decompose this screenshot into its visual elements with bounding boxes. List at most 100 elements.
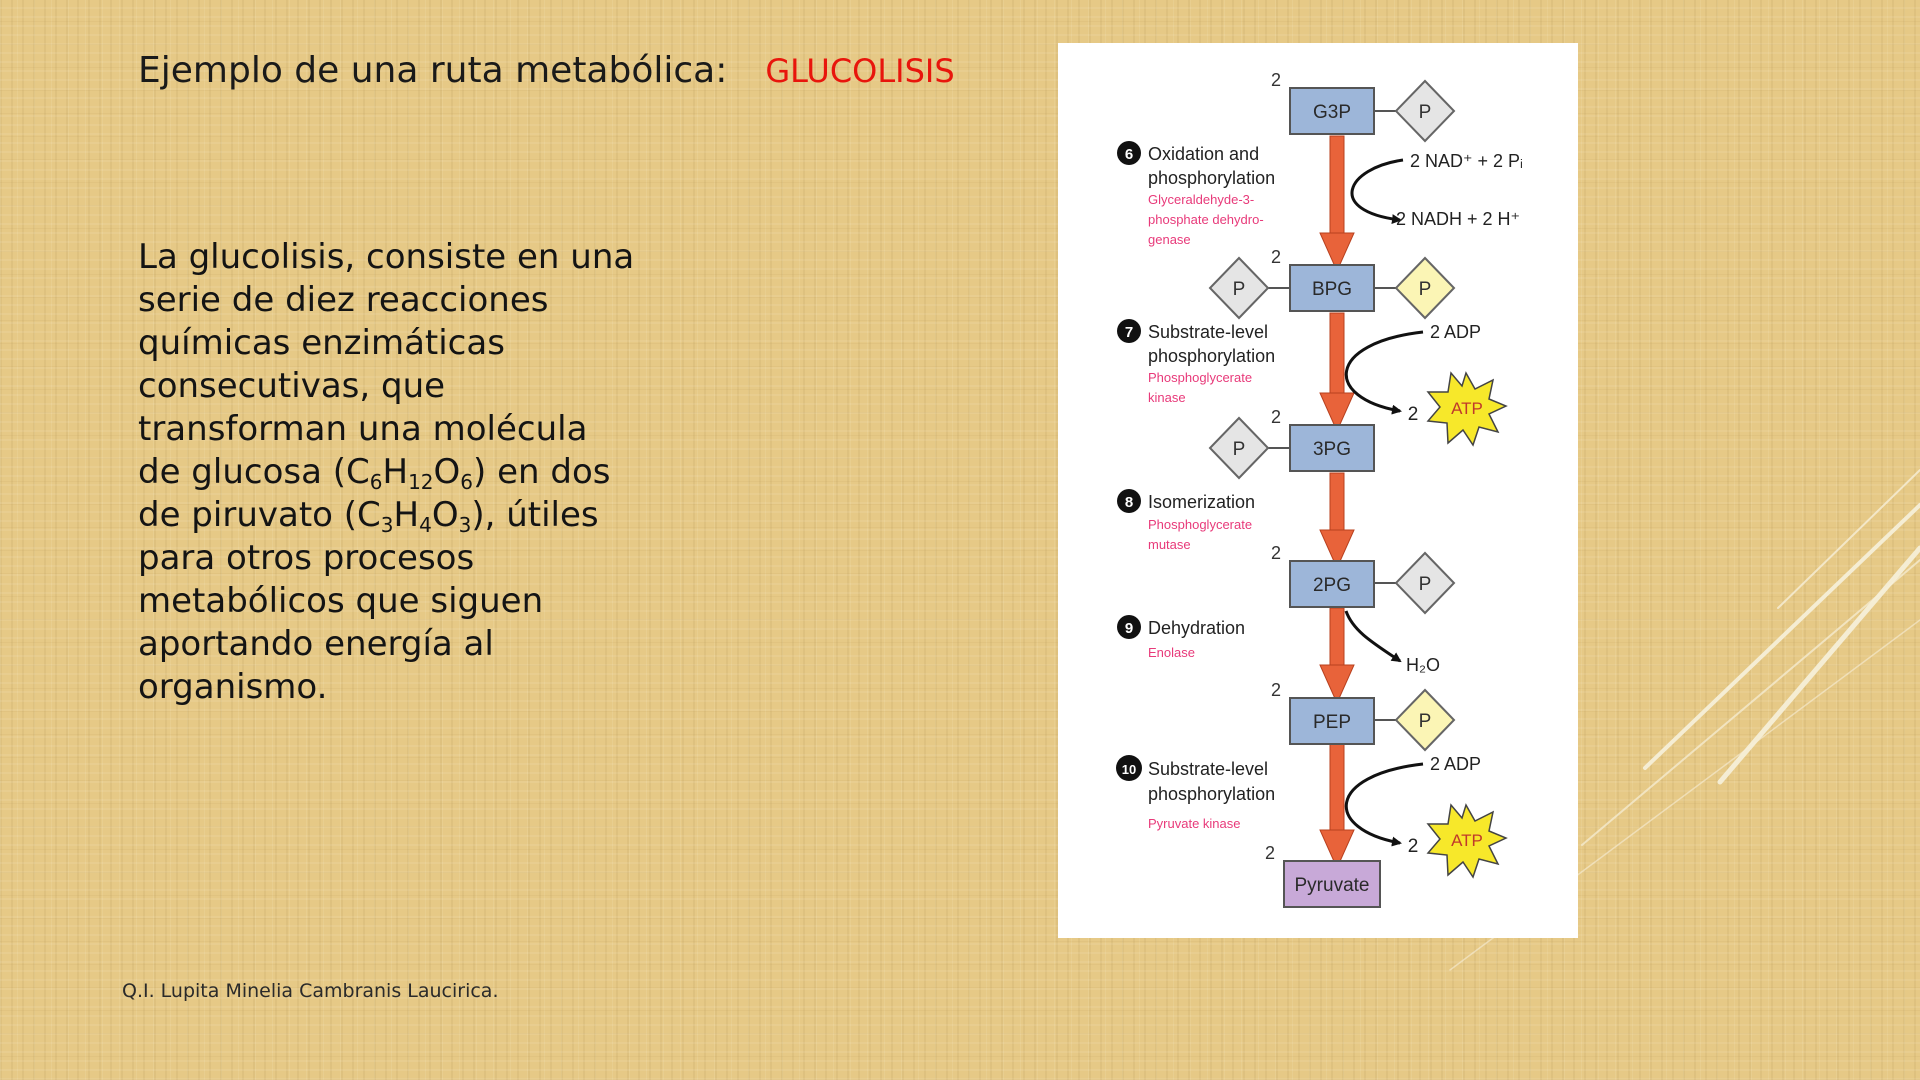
body-line: metabólicos que siguen bbox=[138, 581, 544, 621]
2pg-label: 2PG bbox=[1313, 575, 1351, 596]
subscript: 4 bbox=[419, 513, 432, 537]
step-name: phosphorylation bbox=[1148, 784, 1275, 804]
metabolite-g3p: G3P 2 bbox=[1271, 70, 1375, 135]
metabolite-2pg: 2PG 2 bbox=[1271, 543, 1375, 608]
adp-input-label-step10: 2 ADP bbox=[1430, 754, 1481, 774]
step-7: 7 Substrate-level phosphorylation Phosph… bbox=[1117, 319, 1275, 405]
step-number: 9 bbox=[1125, 620, 1133, 637]
atp-coefficient: 2 bbox=[1408, 836, 1419, 857]
enzyme-name: Pyruvate kinase bbox=[1148, 816, 1241, 831]
text-run: ) en dos bbox=[473, 452, 611, 492]
phosphate-2pg: P bbox=[1394, 551, 1456, 615]
glycolysis-diagram: G3P 2 BPG 2 3PG 2 2PG 2 PEP 2 Pyruvate 2 bbox=[1116, 70, 1523, 908]
atp-coefficient: 2 bbox=[1408, 404, 1419, 425]
step-number: 6 bbox=[1125, 146, 1133, 163]
step-number: 10 bbox=[1122, 762, 1136, 777]
phosphate-label: P bbox=[1419, 711, 1432, 732]
body-line: La glucolisis, consiste en una bbox=[138, 237, 635, 277]
adp-input-label-step7: 2 ADP bbox=[1430, 322, 1481, 342]
body-line-pyruvate: de piruvato (C3H4O3), útiles bbox=[138, 494, 658, 537]
coefficient-label: 2 bbox=[1271, 680, 1281, 700]
nadh-output-label: 2 NADH + 2 H⁺ bbox=[1396, 209, 1520, 229]
text-run: O bbox=[431, 495, 459, 535]
phosphate-3pg: P bbox=[1208, 416, 1270, 480]
enzyme-name: genase bbox=[1148, 232, 1191, 247]
bpg-label: BPG bbox=[1312, 279, 1352, 300]
enzyme-name: mutase bbox=[1148, 537, 1191, 552]
step-name: Substrate-level bbox=[1148, 322, 1268, 342]
text-run: ), útiles bbox=[471, 495, 599, 535]
g3p-label: G3P bbox=[1313, 102, 1351, 123]
enzyme-name: Glyceraldehyde-3- bbox=[1148, 192, 1254, 207]
body-line: organismo. bbox=[138, 667, 328, 707]
author-footer: Q.I. Lupita Minelia Cambranis Laucirica. bbox=[122, 980, 499, 1002]
step-name: Substrate-level bbox=[1148, 759, 1268, 779]
step-name: Dehydration bbox=[1148, 618, 1245, 638]
phosphate-pep: P bbox=[1394, 688, 1456, 752]
text-run: de glucosa (C bbox=[138, 452, 370, 492]
step-10: 10 Substrate-level phosphorylation Pyruv… bbox=[1116, 755, 1275, 831]
phosphate-bpg-right: P bbox=[1394, 256, 1456, 320]
enzyme-name: kinase bbox=[1148, 390, 1186, 405]
text-run: O bbox=[433, 452, 461, 492]
curve-arrow-step10 bbox=[1344, 762, 1424, 847]
step-name: Oxidation and bbox=[1148, 144, 1259, 164]
step-8: 8 Isomerization Phosphoglycerate mutase bbox=[1117, 489, 1255, 552]
phosphate-label: P bbox=[1419, 574, 1432, 595]
step-number: 8 bbox=[1125, 494, 1133, 511]
phosphate-label: P bbox=[1233, 279, 1246, 300]
arrow-2pg-pep bbox=[1319, 607, 1355, 705]
subscript: 6 bbox=[369, 470, 383, 494]
body-line: consecutivas, que bbox=[138, 366, 446, 406]
glycolysis-diagram-panel: G3P 2 BPG 2 3PG 2 2PG 2 PEP 2 Pyruvate 2 bbox=[1058, 43, 1578, 938]
body-line: transforman una molécula bbox=[138, 409, 588, 449]
body-paragraph: La glucolisis, consiste en una serie de … bbox=[138, 236, 658, 709]
body-line: para otros procesos bbox=[138, 538, 475, 578]
curve-arrow-step7 bbox=[1344, 330, 1424, 415]
slide-title: Ejemplo de una ruta metabólica: GLUCOLISI… bbox=[138, 50, 955, 91]
water-output-label: H₂O bbox=[1406, 655, 1440, 675]
phosphate-label: P bbox=[1419, 102, 1432, 123]
enzyme-name: Phosphoglycerate bbox=[1148, 517, 1252, 532]
atp-label: ATP bbox=[1451, 399, 1483, 418]
arrow-3pg-2pg bbox=[1319, 472, 1355, 570]
body-line: serie de diez reacciones bbox=[138, 280, 549, 320]
metabolite-pyruvate: Pyruvate 2 bbox=[1265, 843, 1381, 908]
coefficient-label: 2 bbox=[1271, 543, 1281, 563]
nad-input-label: 2 NAD⁺ + 2 Pᵢ bbox=[1410, 151, 1523, 171]
text-run: de piruvato (C bbox=[138, 495, 381, 535]
metabolite-pep: PEP 2 bbox=[1271, 680, 1375, 745]
title-accent: GLUCOLISIS bbox=[765, 52, 955, 90]
step-name: phosphorylation bbox=[1148, 346, 1275, 366]
enzyme-name: Phosphoglycerate bbox=[1148, 370, 1252, 385]
metabolite-bpg: BPG 2 bbox=[1271, 247, 1375, 312]
side-arrows bbox=[1344, 158, 1424, 847]
coefficient-label: 2 bbox=[1271, 407, 1281, 427]
step-number: 7 bbox=[1125, 324, 1133, 341]
pathway-arrows bbox=[1319, 135, 1355, 870]
step-9: 9 Dehydration Enolase bbox=[1117, 615, 1245, 660]
phosphate-label: P bbox=[1419, 279, 1432, 300]
curve-arrow-step9 bbox=[1344, 610, 1402, 663]
body-line: químicas enzimáticas bbox=[138, 323, 505, 363]
pyruvate-label: Pyruvate bbox=[1295, 875, 1370, 896]
enzyme-name: phosphate dehydro- bbox=[1148, 212, 1264, 227]
phosphate-bpg-left: P bbox=[1208, 256, 1270, 320]
coefficient-label: 2 bbox=[1271, 70, 1281, 90]
subscript: 12 bbox=[408, 470, 434, 494]
atp-burst-step10: ATP 2 bbox=[1408, 803, 1508, 879]
atp-burst-step7: ATP 2 bbox=[1408, 371, 1508, 447]
arrow-g3p-bpg bbox=[1319, 135, 1355, 273]
step-6: 6 Oxidation and phosphorylation Glyceral… bbox=[1117, 141, 1275, 247]
body-line-glucose: de glucosa (C6H12O6) en dos bbox=[138, 451, 658, 494]
arrow-bpg-3pg bbox=[1319, 312, 1355, 433]
title-prefix: Ejemplo de una ruta metabólica: bbox=[138, 50, 728, 91]
subscript: 6 bbox=[460, 470, 474, 494]
subscript: 3 bbox=[458, 513, 472, 537]
coefficient-label: 2 bbox=[1265, 843, 1275, 863]
body-line: aportando energía al bbox=[138, 624, 494, 664]
step-name: phosphorylation bbox=[1148, 168, 1275, 188]
curve-arrow-step6 bbox=[1350, 158, 1404, 224]
subscript: 3 bbox=[380, 513, 394, 537]
text-run: H bbox=[393, 495, 420, 535]
